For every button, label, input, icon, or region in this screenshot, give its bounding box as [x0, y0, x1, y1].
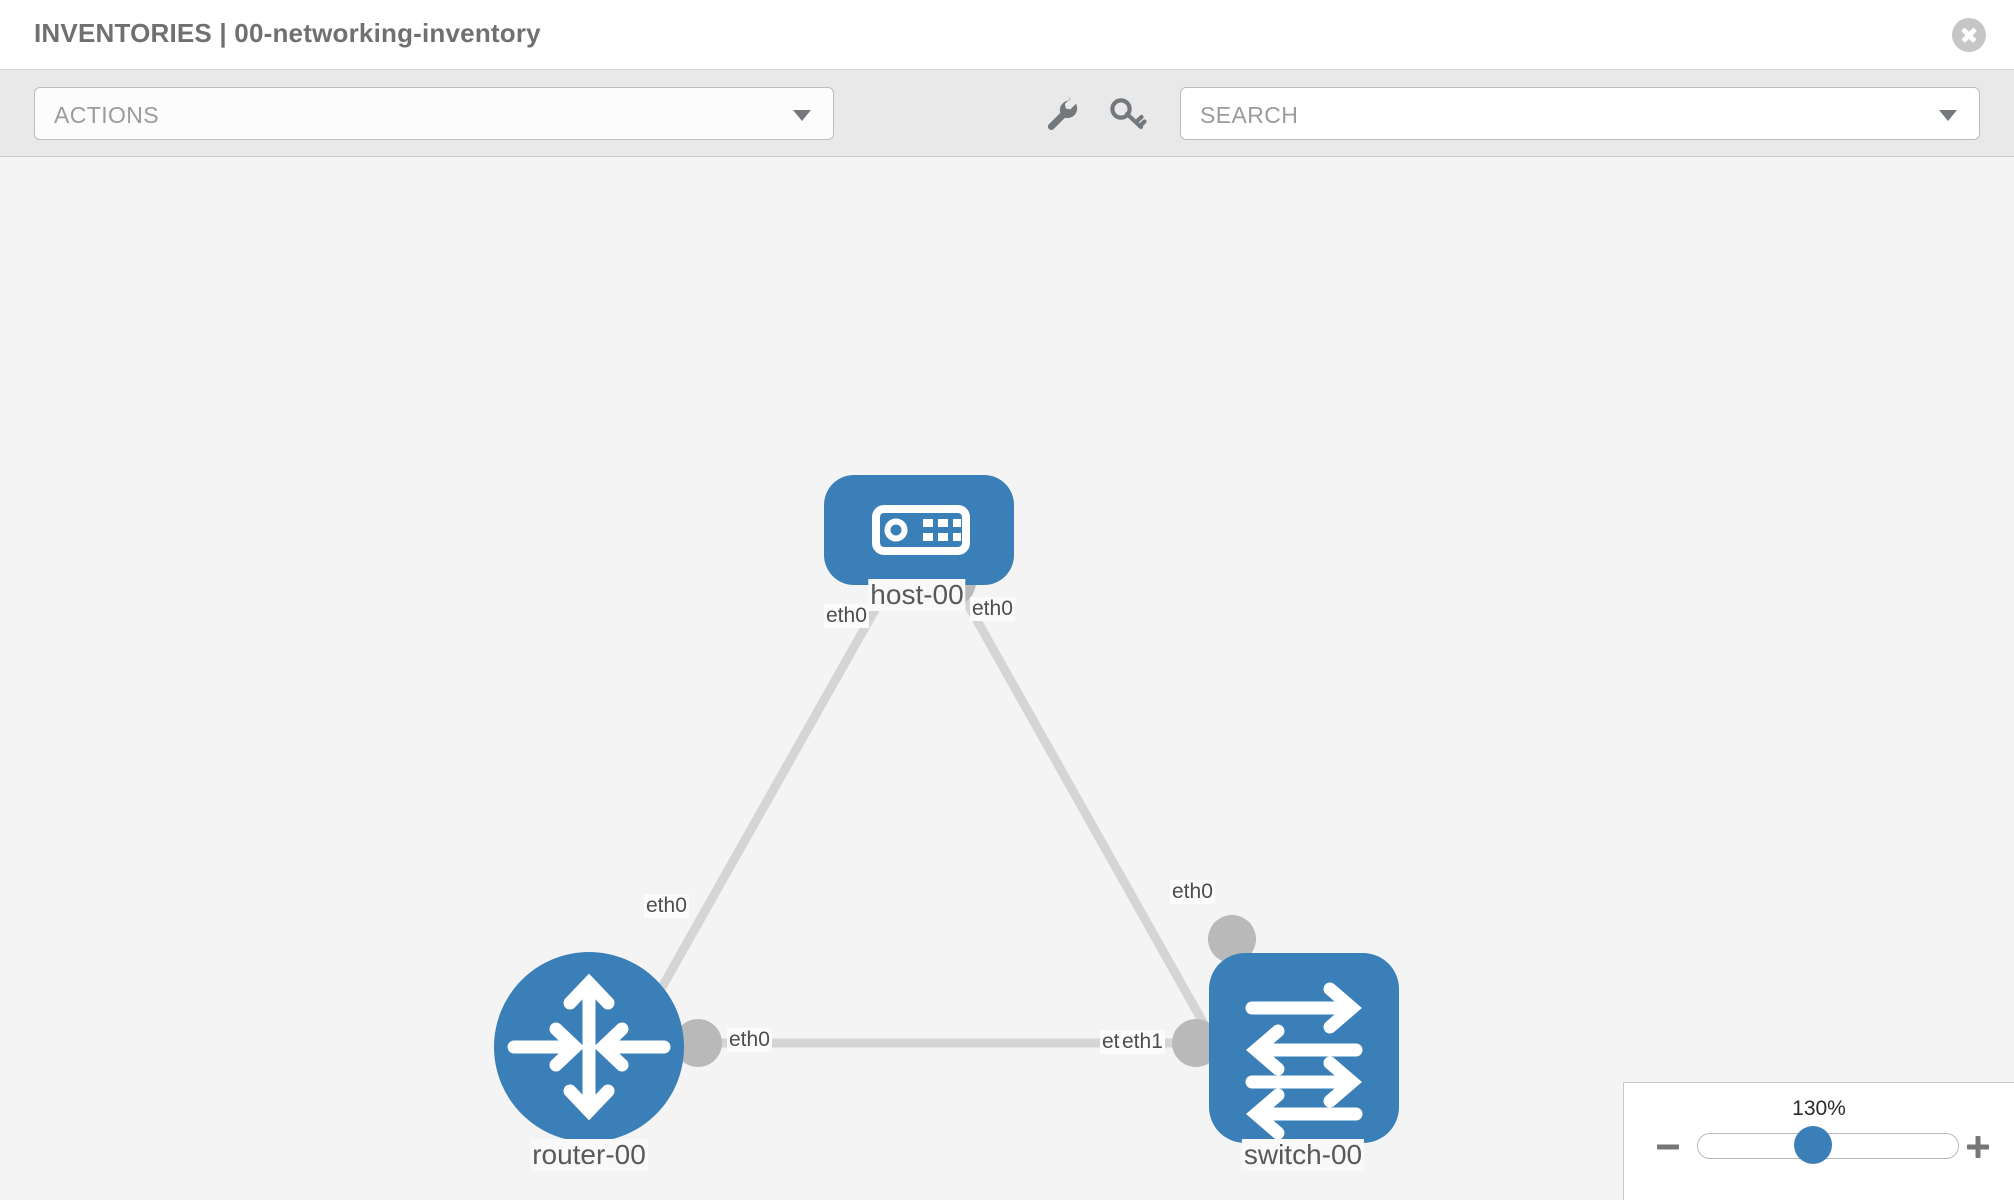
edge-label-host00-left: eth0 [824, 604, 869, 628]
edge-label-switch00-eth1: eth1 [1120, 1030, 1165, 1054]
search-placeholder: SEARCH [1200, 102, 1299, 128]
key-icon[interactable] [1105, 92, 1149, 136]
page-header: INVENTORIES | 00-networking-inventory [0, 0, 2014, 70]
link-host00-switch00 [944, 566, 1249, 1100]
node-router-00 [494, 952, 684, 1142]
zoom-in-button[interactable] [1964, 1133, 1992, 1161]
zoom-slider-thumb[interactable] [1794, 1126, 1832, 1164]
wrench-icon[interactable] [1040, 92, 1084, 136]
node-label-router-00: router-00 [530, 1139, 648, 1171]
node-switch-00 [1209, 953, 1399, 1143]
actions-dropdown[interactable]: ACTIONS [34, 87, 834, 140]
edge-label-router00-eth0: eth0 [727, 1028, 772, 1052]
chevron-down-icon [1939, 109, 1957, 121]
node-label-host-00: host-00 [868, 579, 966, 611]
switch-arrows-icon [1245, 982, 1363, 1140]
edge-label-host00-right: eth0 [970, 597, 1015, 621]
topology-graph [494, 475, 1399, 1143]
actions-dropdown-label: ACTIONS [54, 102, 160, 128]
node-label-switch-00: switch-00 [1241, 1139, 1365, 1171]
node-host-00 [824, 475, 1014, 585]
edge-label-switch00-uplink: eth0 [1170, 880, 1215, 904]
router-arrows-icon [507, 973, 671, 1121]
close-icon[interactable] [1952, 18, 1986, 52]
search-input[interactable]: SEARCH [1180, 87, 1980, 140]
zoom-control-panel: 130% [1623, 1082, 2014, 1200]
zoom-level-value: 130% [1792, 1097, 1846, 1120]
topology-canvas[interactable]: host-00 router-00 switch-00 eth0 eth0 et… [0, 157, 2014, 1200]
zoom-out-button[interactable] [1654, 1133, 1682, 1161]
edge-label-router00-uplink: eth0 [644, 894, 689, 918]
toolbar: ACTIONS SEARCH [0, 70, 2014, 157]
server-icon [872, 505, 970, 555]
page-title: INVENTORIES | 00-networking-inventory [34, 18, 541, 48]
chevron-down-icon [793, 109, 811, 121]
